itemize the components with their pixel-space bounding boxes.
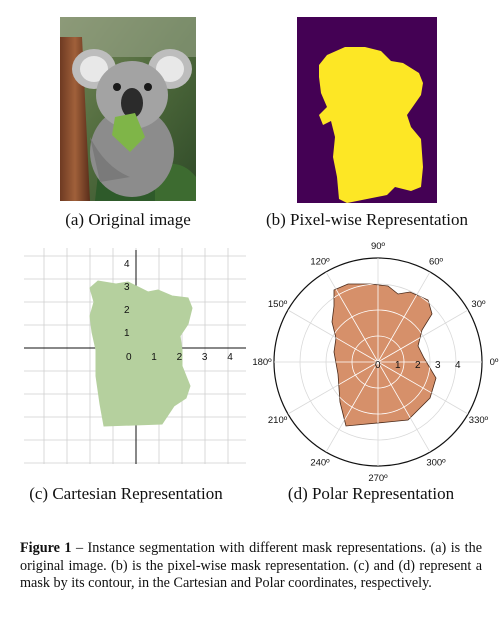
- angle-label: 180º: [252, 357, 272, 368]
- radial-tick-label: 3: [435, 360, 441, 371]
- angle-label: 120º: [310, 257, 330, 268]
- angle-label: 240º: [310, 457, 330, 468]
- x-tick-label: 2: [177, 352, 183, 363]
- x-tick-label: 0: [126, 352, 132, 363]
- angle-label: 330º: [469, 415, 489, 426]
- angle-label: 300º: [426, 457, 446, 468]
- angle-label: 210º: [268, 415, 288, 426]
- x-tick-label: 3: [202, 352, 208, 363]
- angle-label: 150º: [268, 299, 288, 310]
- y-tick-label: 2: [124, 305, 130, 316]
- angle-label: 270º: [368, 473, 388, 482]
- pixel-wise-mask: [297, 17, 437, 203]
- polar-mask-shape: [331, 283, 437, 427]
- figure-caption: Figure 1 – Instance segmentation with di…: [20, 540, 482, 593]
- polar-plot: 0 1 2 3 4 0º 30º 60º 90º 120º 150º 180º 210º 240º 270…: [252, 241, 499, 482]
- radial-tick-label: 2: [415, 360, 421, 371]
- angle-label: 0º: [490, 357, 499, 368]
- polar-ring: [351, 335, 405, 389]
- caption-b: (b) Pixel-wise Representation: [265, 210, 469, 229]
- y-tick-label: 4: [124, 259, 130, 270]
- angle-label: 60º: [429, 257, 444, 268]
- y-tick-label: 1: [124, 328, 130, 339]
- x-tick-label: 4: [227, 352, 233, 363]
- angle-label: 90º: [371, 241, 386, 252]
- figure-caption-text: – Instance segmentation with different m…: [20, 540, 482, 591]
- figure-label: Figure 1: [20, 540, 72, 556]
- angle-label: 30º: [471, 299, 486, 310]
- cartesian-mask-shape: [89, 280, 193, 427]
- radial-tick-label: 1: [395, 360, 401, 371]
- x-tick-label: 1: [151, 352, 157, 363]
- caption-d: (d) Polar Representation: [287, 484, 455, 503]
- y-tick-label: 3: [124, 282, 130, 293]
- radial-tick-label: 4: [455, 360, 461, 371]
- radial-tick-label: 0: [375, 360, 381, 371]
- caption-c: (c) Cartesian Representation: [29, 484, 223, 503]
- caption-a: (a) Original image: [65, 210, 191, 229]
- cartesian-plot: 0 1 2 3 4 1 2 3 4: [24, 248, 246, 464]
- koala-photo: [60, 17, 196, 201]
